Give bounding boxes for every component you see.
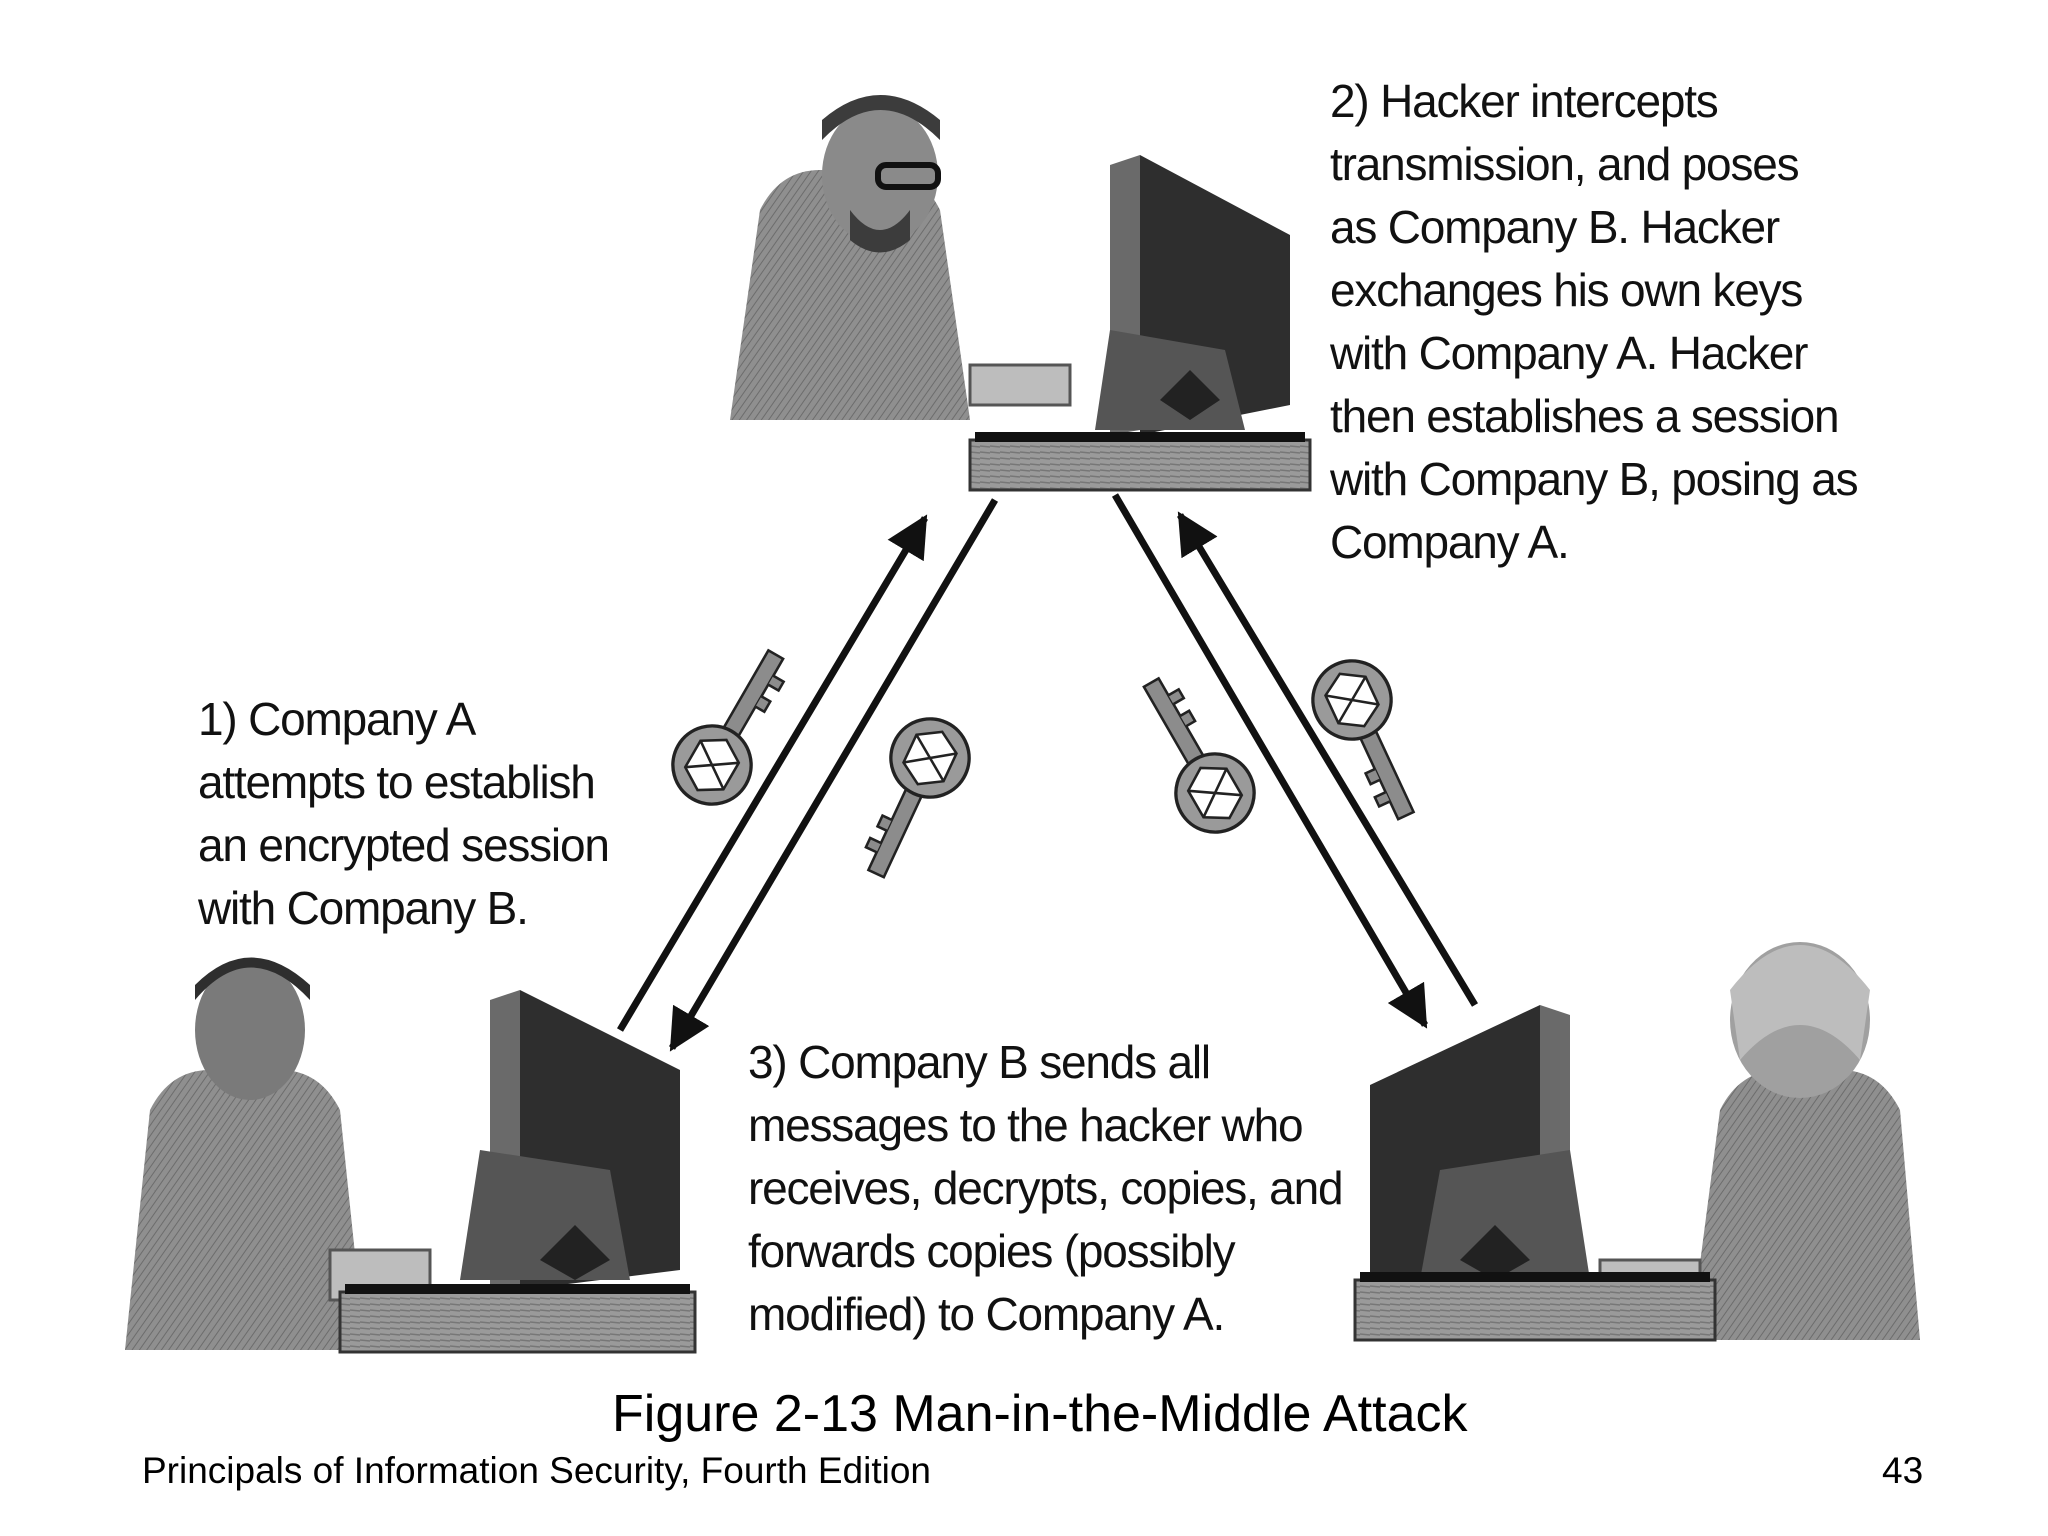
step-1-line: an encrypted session (198, 819, 610, 871)
step-3-line: forwards copies (possibly (748, 1225, 1236, 1277)
step-2-line: with Company A. Hacker (1330, 327, 1808, 379)
step-3-line: modified) to Company A. (748, 1288, 1225, 1340)
step-1-text: 1) Company A attempts to establish an en… (198, 688, 610, 940)
step-2-text: 2) Hacker intercepts transmission, and p… (1330, 70, 1859, 574)
step-2-line: 2) Hacker intercepts (1330, 75, 1719, 127)
company-b-workstation-icon (1353, 942, 1920, 1342)
arrow-hacker-to-b (1111, 493, 1478, 1029)
key-icon (1298, 646, 1444, 834)
footer-source: Principals of Information Security, Four… (142, 1450, 931, 1491)
step-2-line: with Company B, posing as (1330, 453, 1859, 505)
step-3-line: receives, decrypts, copies, and (748, 1162, 1344, 1214)
key-icon (656, 633, 812, 821)
step-2-line: exchanges his own keys (1330, 264, 1803, 316)
step-2-line: then establishes a session (1330, 390, 1840, 442)
step-2-line: as Company B. Hacker (1330, 201, 1780, 253)
step-3-line: messages to the hacker who (748, 1099, 1304, 1151)
figure-caption: Figure 2-13 Man-in-the-Middle Attack (612, 1385, 1468, 1443)
step-1-line: attempts to establish (198, 756, 596, 808)
step-3-line: 3) Company B sends all (748, 1036, 1211, 1088)
step-1-line: with Company B. (198, 882, 529, 934)
company-a-workstation-icon (125, 957, 697, 1354)
step-2-line: Company A. (1330, 516, 1570, 568)
step-3-text: 3) Company B sends all messages to the h… (748, 1031, 1344, 1346)
arrow-a-to-hacker (616, 498, 999, 1052)
step-2-line: transmission, and poses (1330, 138, 1800, 190)
hacker-workstation-icon (730, 95, 1312, 492)
page-number: 43 (1882, 1450, 1924, 1491)
key-icon (838, 704, 984, 892)
step-1-line: 1) Company A (198, 693, 476, 745)
key-icon (1115, 661, 1271, 849)
